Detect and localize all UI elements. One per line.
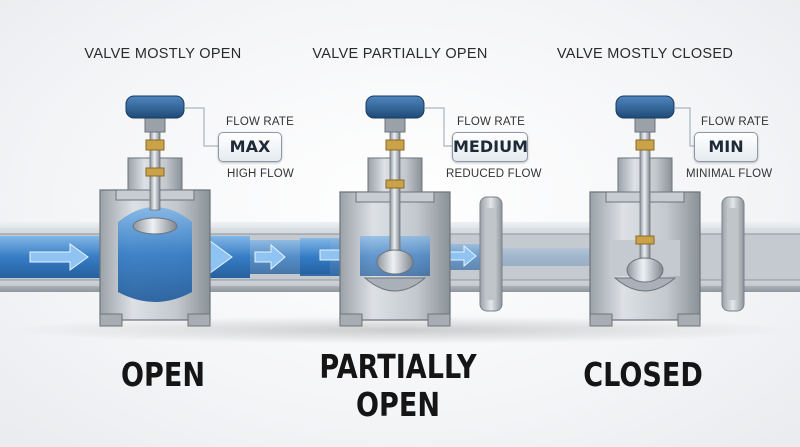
flow-rate-value-badge: MAX — [218, 132, 282, 162]
pipe-flange — [721, 196, 745, 312]
valve-partially-open-caption: VALVE PARTIALLY OPEN — [312, 46, 488, 62]
valve-open-caption: VALVE MOSTLY OPEN — [84, 46, 242, 62]
flow-rate-value-badge: MIN — [694, 132, 758, 162]
valve-open — [99, 95, 211, 327]
arrow-icon — [449, 244, 477, 268]
state-label-partially-open: PARTIALLY OPEN — [283, 348, 513, 424]
pipe-flange — [479, 196, 503, 312]
state-label-closed: CLOSED — [583, 355, 703, 394]
valve-closed — [589, 95, 701, 327]
flow-rate-title: FLOW RATE — [226, 116, 295, 128]
valve-partially-open — [339, 95, 451, 327]
flow-description: MINIMAL FLOW — [686, 168, 773, 180]
state-label-open: OPEN — [121, 355, 205, 394]
flow-rate-title: FLOW RATE — [701, 116, 770, 128]
state-label-partially-open-text: PARTIALLY OPEN — [319, 347, 477, 424]
flow-rate-value-badge: MEDIUM — [452, 132, 528, 162]
flow-rate-title: FLOW RATE — [457, 116, 526, 128]
valve-closed-caption: VALVE MOSTLY CLOSED — [556, 46, 734, 62]
callout-lines — [184, 107, 694, 147]
arrow-icon — [254, 243, 286, 271]
flow-description: REDUCED FLOW — [446, 168, 542, 180]
arrow-icon — [29, 243, 89, 271]
flow-description: HIGH FLOW — [227, 168, 294, 180]
